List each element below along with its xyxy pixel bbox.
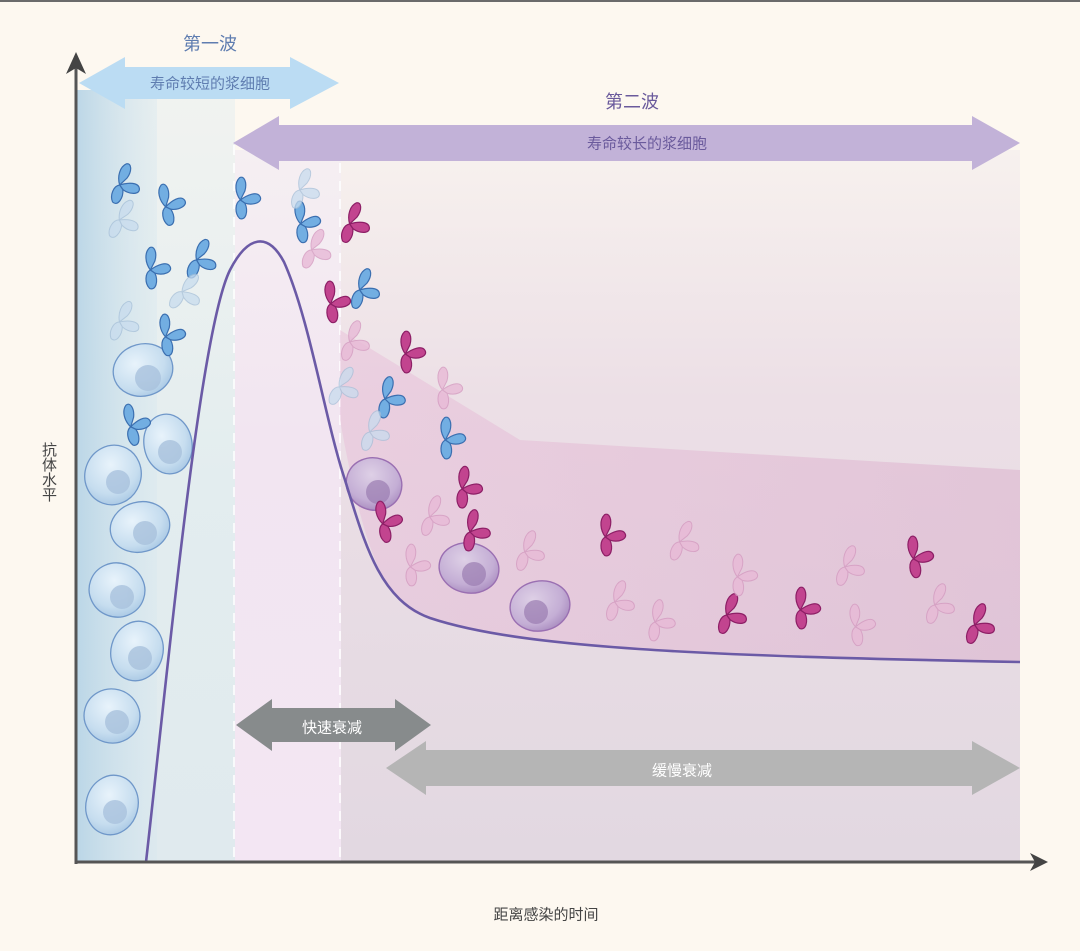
- cell-nuclei: [366, 480, 548, 624]
- cell-nuclei: [103, 365, 182, 824]
- slow-decay-arrow: [386, 741, 1020, 795]
- wave1-arrow: [79, 57, 339, 109]
- long-lived-antibody-zone: [340, 330, 1020, 662]
- wave2-arrow-label: 寿命较长的浆细胞: [586, 134, 708, 153]
- wave2-title: 第二波: [605, 92, 659, 113]
- antibody-level-curve: [144, 240, 1021, 863]
- wave1-arrow-label: 寿命较短的浆细胞: [149, 74, 271, 93]
- y-axis-label: 抗体水平: [40, 442, 58, 502]
- wave2-arrow: [233, 116, 1020, 170]
- top-border: [0, 0, 1080, 2]
- fast-decay-label: 快速衰减: [301, 718, 363, 737]
- slow-decay-label: 缓慢衰减: [651, 761, 713, 780]
- x-axis-arrowhead: [1030, 853, 1048, 871]
- wave1-title: 第一波: [183, 34, 237, 55]
- y-axis-arrowhead: [66, 52, 86, 74]
- fast-decay-arrow: [236, 699, 431, 751]
- x-axis-label: 距离感染的时间: [493, 905, 599, 924]
